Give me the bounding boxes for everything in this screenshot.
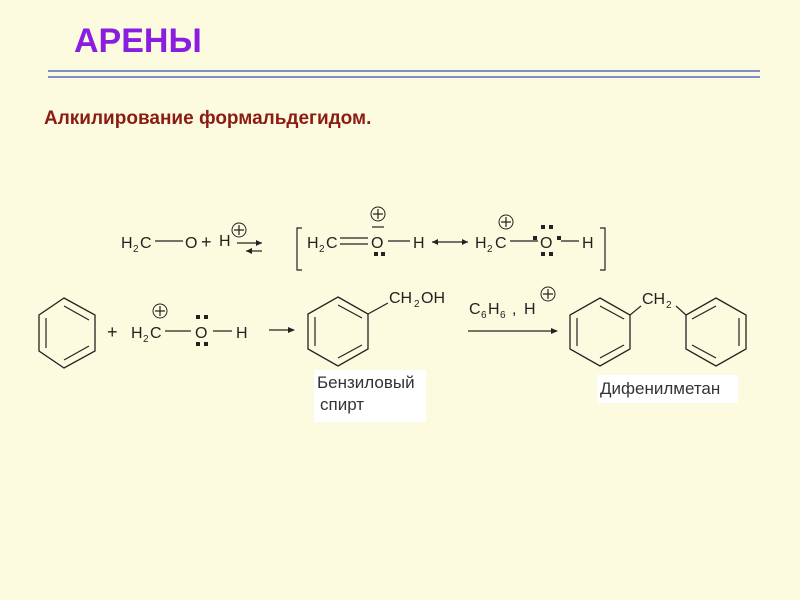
benzyl-alcohol-label: Бензиловый спирт (314, 370, 426, 422)
lone-pair-dot (541, 252, 545, 256)
lone-pair-dot (557, 236, 561, 240)
positive-charge-icon (498, 214, 514, 230)
lone-pair-dot (196, 315, 200, 319)
subscript: 2 (143, 334, 149, 345)
subscript: 2 (133, 244, 139, 255)
atom-h: H (582, 235, 594, 252)
atom-h: H (475, 235, 487, 252)
subscript: 2 (666, 300, 672, 311)
svg-text:6: 6 (500, 310, 506, 321)
atom-h: H (131, 325, 143, 342)
lone-pair-dot (196, 342, 200, 346)
positive-charge-icon (231, 222, 247, 238)
svg-text:H: H (524, 301, 536, 318)
resonance-structure-1: H 2 C O H (307, 206, 425, 256)
lone-pair-dot (374, 252, 378, 256)
subscript: 2 (487, 244, 493, 255)
reaction-arrow-icon (269, 327, 295, 333)
atom-c: C (326, 235, 338, 252)
benzyl-alcohol-structure: CH 2 OH (307, 290, 445, 367)
reagent-label: C 6 H 6 , H (469, 286, 556, 321)
plus-sign: + (201, 232, 212, 252)
atom-o: O (371, 235, 383, 252)
group-ch: CH (642, 291, 665, 308)
lone-pair-dot (549, 252, 553, 256)
formaldehyde: H 2 C O (121, 235, 197, 255)
lone-pair-dot (533, 236, 537, 240)
svg-text:C: C (469, 301, 481, 318)
slide-title: АРЕНЫ (74, 22, 202, 60)
benzene-ring (38, 297, 96, 369)
resonance-arrow-icon (432, 239, 468, 245)
slide-subtitle: Алкилирование формальдегидом. (44, 108, 372, 129)
lone-pair-dot (381, 252, 385, 256)
label-line: Бензиловый (317, 373, 415, 392)
atom-h: H (413, 235, 425, 252)
diphenylmethane-structure: CH 2 (569, 291, 747, 367)
positive-charge-icon (540, 286, 556, 302)
svg-text:,: , (512, 301, 516, 318)
positive-charge-icon (370, 206, 386, 222)
atom-o: O (540, 235, 552, 252)
lone-pair-dot (204, 315, 208, 319)
svg-text:6: 6 (481, 310, 487, 321)
atom-h: H (121, 235, 133, 252)
hydroxymethyl-cation: H 2 C O H (131, 303, 248, 346)
atom-c: C (150, 325, 162, 342)
atom-c: C (495, 235, 507, 252)
bracket-right (600, 227, 606, 271)
subscript: 2 (414, 299, 420, 310)
atom-h: H (307, 235, 319, 252)
atom-h: H (236, 325, 248, 342)
diphenylmethane-label: Дифенилметан (597, 375, 738, 403)
lone-pair-dot (541, 225, 545, 229)
subscript: 2 (319, 244, 325, 255)
equilibrium-arrow-icon (237, 240, 262, 254)
lone-pair-dot (204, 342, 208, 346)
bracket-left (296, 227, 302, 271)
label-line: спирт (320, 395, 365, 414)
atom-o: O (195, 325, 207, 342)
group-ch: CH (389, 290, 412, 307)
proton: H (219, 233, 231, 250)
reaction-arrow-icon (468, 328, 558, 334)
positive-charge-icon (152, 303, 168, 319)
atom-c: C (140, 235, 152, 252)
atom-o: O (185, 235, 197, 252)
resonance-structure-2: H 2 C O H (475, 214, 594, 256)
svg-text:H: H (488, 301, 500, 318)
plus-sign: + (107, 322, 118, 342)
group-oh: OH (421, 290, 445, 307)
title-divider (48, 70, 760, 78)
lone-pair-dot (549, 225, 553, 229)
